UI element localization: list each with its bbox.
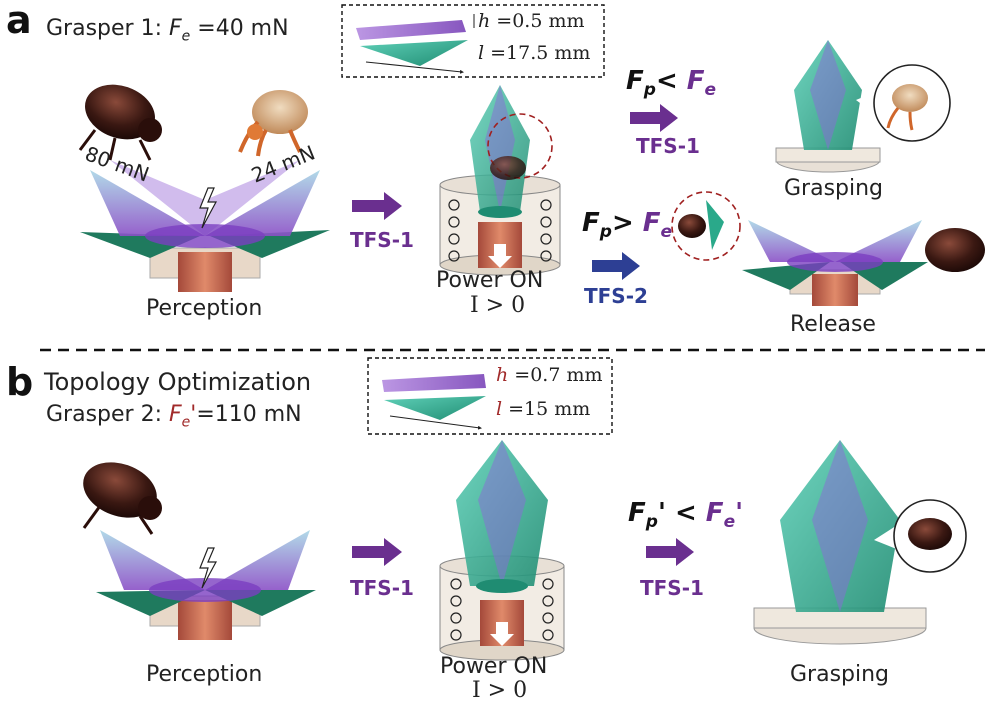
subtitle-sub: e: [181, 414, 191, 431]
title-symbol: F: [168, 16, 182, 41]
cond-fe-prime: ': [735, 498, 744, 528]
arrow-right-icon: [352, 192, 402, 220]
power-label-b: Power ON: [440, 654, 548, 679]
title-sub: e: [181, 28, 191, 45]
dim-l-value: =17.5 mm: [484, 42, 591, 64]
panel-letter-a: a: [6, 0, 32, 42]
dim-h-b: h =0.7 mm: [496, 364, 603, 386]
beetle-icon: [82, 462, 162, 535]
title-value: =40 mN: [190, 16, 289, 41]
beetle-icon: [78, 84, 162, 161]
cond-greater-a: Fp> Fe: [582, 208, 672, 242]
tfs1-label-right-b: TFS-1: [640, 576, 704, 600]
cond-fp: F: [582, 208, 600, 238]
dim-l-a: l =17.5 mm: [478, 42, 590, 64]
grasping-label-b: Grasping: [790, 662, 890, 687]
cond-fp-sub: p: [645, 512, 658, 533]
cond-fe: F: [686, 66, 705, 96]
grasper-grasping-b: [753, 440, 967, 645]
grasping-label-a: Grasping: [784, 176, 884, 201]
tfs1-label-right-a: TFS-1: [636, 134, 700, 158]
perception-label-b: Perception: [146, 662, 263, 687]
cond-op: <: [655, 66, 687, 96]
tfs1-label-b: TFS-1: [350, 576, 414, 600]
dims-box-b: [367, 357, 613, 435]
cond-fp-sub: p: [599, 222, 612, 243]
tfs1-label-a: TFS-1: [350, 228, 414, 252]
current-label-b: I > 0: [472, 678, 528, 703]
dim-l-b: l =15 mm: [496, 398, 590, 420]
perception-label-a: Perception: [146, 296, 263, 321]
release-label-a: Release: [790, 312, 876, 337]
magnet-coil-icon: [439, 174, 561, 276]
hermit-crab-icon: [238, 90, 308, 157]
lightning-icon: [199, 187, 218, 229]
dim-h-symbol: h: [478, 10, 491, 32]
panel-a-title: Grasper 1: Fe =40 mN: [46, 16, 289, 44]
dim-l-symbol: l: [496, 398, 503, 420]
cond-less-b: Fp' < Fe': [628, 498, 743, 532]
cond-fp-sub: p: [643, 80, 656, 101]
grasper-open-a: [80, 160, 330, 292]
cond-fe-sub: e: [704, 80, 717, 101]
cond-fp: F: [626, 66, 644, 96]
panel-letter-b: b: [6, 360, 34, 404]
tfs2-label-a: TFS-2: [584, 284, 648, 308]
panel-b-title: Topology Optimization: [44, 368, 312, 396]
dim-l-symbol: l: [478, 42, 485, 64]
cond-fe: F: [705, 498, 724, 528]
cond-fp: F: [628, 498, 646, 528]
panel-b-subtitle: Grasper 2: Fe'=110 mN: [46, 402, 302, 430]
lightning-icon: [199, 547, 218, 589]
cond-fp-prime: ': [657, 498, 666, 528]
cond-op: <: [665, 498, 706, 528]
grasper-grasping-a: [775, 40, 951, 173]
arrow-right-icon: [352, 538, 402, 566]
grasper-closed-a: [470, 85, 553, 218]
subtitle-symbol: F: [168, 402, 182, 427]
cond-fe-sub: e: [723, 512, 736, 533]
dim-h-symbol: h: [496, 364, 509, 386]
subtitle-prime: ': [190, 402, 197, 427]
dim-h-value: =0.5 mm: [490, 10, 585, 32]
cond-less-a: Fp< Fe: [626, 66, 716, 100]
title-prefix: Grasper 1:: [46, 16, 169, 41]
subtitle-value: =110 mN: [196, 402, 302, 427]
grasper-closed-b: [456, 440, 548, 593]
cond-op: >: [611, 208, 643, 238]
current-label-a: I > 0: [470, 293, 526, 318]
subtitle-prefix: Grasper 2:: [46, 402, 169, 427]
dims-box-a: [341, 4, 605, 78]
dim-h-a: h =0.5 mm: [478, 10, 585, 32]
grasper-open-b: [96, 530, 316, 640]
grasper-release-a: [671, 191, 985, 306]
dim-l-value: =15 mm: [502, 398, 591, 420]
power-label-a: Power ON: [436, 268, 544, 293]
dim-h-value: =0.7 mm: [508, 364, 603, 386]
cond-fe: F: [642, 208, 661, 238]
cond-fe-sub: e: [660, 222, 673, 243]
